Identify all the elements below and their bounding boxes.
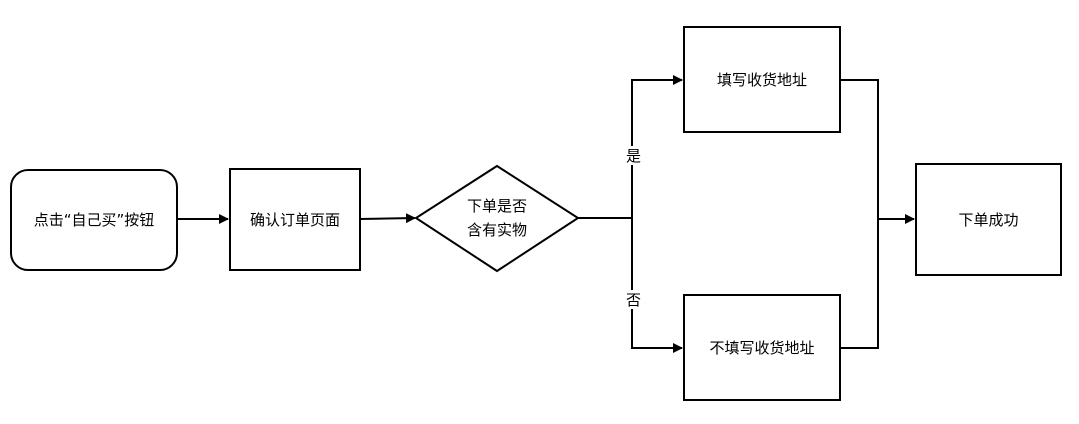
fill-address-node: 填写收货地址	[683, 26, 841, 133]
edge-nofill-merge	[840, 219, 879, 349]
start-node-label: 点击“自己买”按钮	[33, 211, 155, 229]
order-success-node: 下单成功	[915, 163, 1062, 276]
start-node: 点击“自己买”按钮	[10, 169, 178, 271]
no-address-label: 不填写收货地址	[709, 338, 815, 357]
decision-diamond	[414, 164, 580, 273]
fill-address-label: 填写收货地址	[716, 70, 807, 89]
no-edge-label: 否	[623, 290, 644, 309]
decision-label-line1: 下单是否	[466, 197, 527, 215]
edge-no-branch	[631, 218, 683, 353]
edge-yes-branch	[631, 75, 683, 218]
edge-fill-merge	[840, 79, 879, 219]
decision-label-line2: 含有实物	[466, 221, 527, 239]
no-address-node: 不填写收货地址	[683, 294, 841, 401]
confirm-order-label: 确认订单页面	[249, 210, 340, 229]
decision-label: 下单是否 含有实物	[437, 194, 557, 242]
order-success-label: 下单成功	[958, 210, 1019, 229]
yes-edge-label: 是	[623, 146, 644, 165]
confirm-order-node: 确认订单页面	[229, 168, 361, 271]
edge-confirm-decision	[359, 213, 416, 224]
